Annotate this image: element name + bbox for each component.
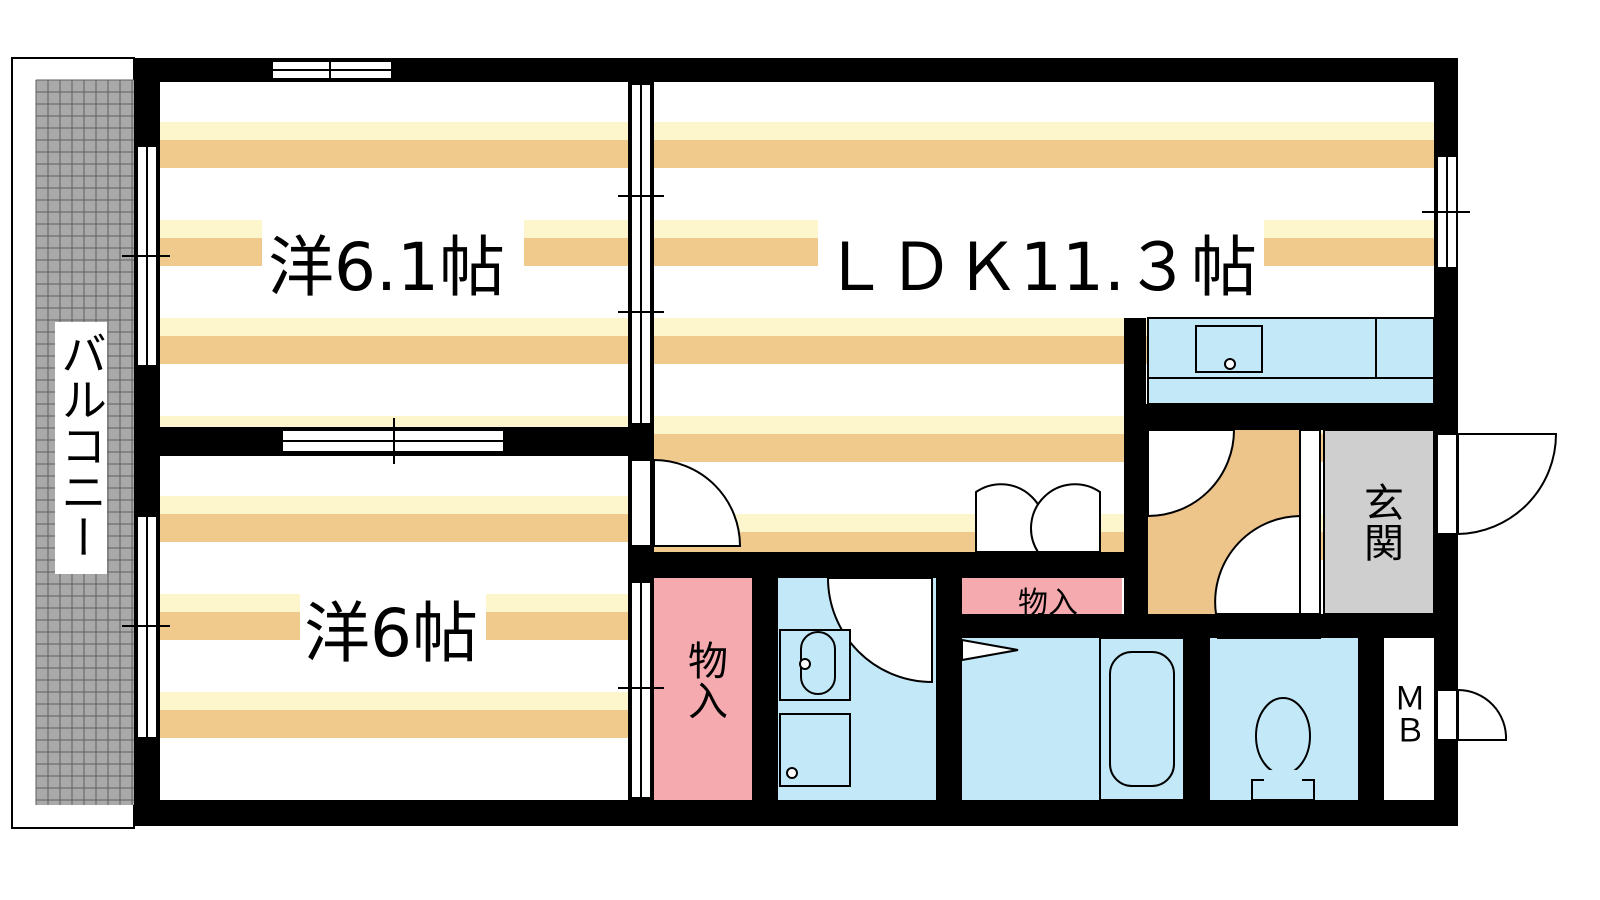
ldk-label: ＬＤＫ11.３帖 — [822, 229, 1257, 306]
hallway — [1127, 429, 1321, 615]
floor-stripe-dark — [654, 140, 1434, 168]
entrance-label: 玄関 — [1357, 482, 1403, 562]
western-room-a-label: 洋6.1帖 — [268, 229, 505, 306]
balcony: バルコニー — [11, 57, 135, 829]
storage-vertical-label: 物入 — [681, 640, 727, 720]
floor-stripe-light — [160, 496, 628, 514]
bathtub-inner — [1109, 651, 1175, 787]
western-room-b-label: 洋6帖 — [304, 595, 478, 672]
entrance: 玄関 — [1323, 429, 1558, 615]
toilet-room — [1210, 617, 1358, 801]
floor-stripe-light — [654, 122, 1434, 140]
kitchen-counter — [1124, 317, 1436, 430]
floor-stripe-light — [160, 318, 628, 336]
bathroom — [939, 637, 1185, 801]
washroom — [778, 555, 936, 800]
entrance-door-swing — [1457, 433, 1558, 536]
room-labels: 洋6.1帖 ＬＤＫ11.３帖 洋6帖 — [262, 220, 1264, 672]
floor-stripe-dark — [160, 710, 628, 738]
floor-stripe-dark — [160, 336, 628, 364]
sink-drain — [1224, 358, 1236, 370]
floor-stripe-light — [160, 692, 628, 710]
floor-stripe-light — [160, 122, 628, 140]
balcony-label-box — [55, 322, 107, 574]
storage-vertical: 物入 — [654, 578, 752, 800]
toilet-bowl — [1255, 697, 1311, 775]
western-b-door — [630, 458, 742, 547]
meter-box: ＭＢ — [1384, 638, 1508, 800]
windows — [122, 60, 1470, 799]
floor-stripe-dark — [160, 514, 628, 542]
meter-box-label: ＭＢ — [1389, 682, 1427, 746]
balcony-label: バルコニー — [54, 330, 108, 560]
floor-stripe-dark — [160, 140, 628, 168]
